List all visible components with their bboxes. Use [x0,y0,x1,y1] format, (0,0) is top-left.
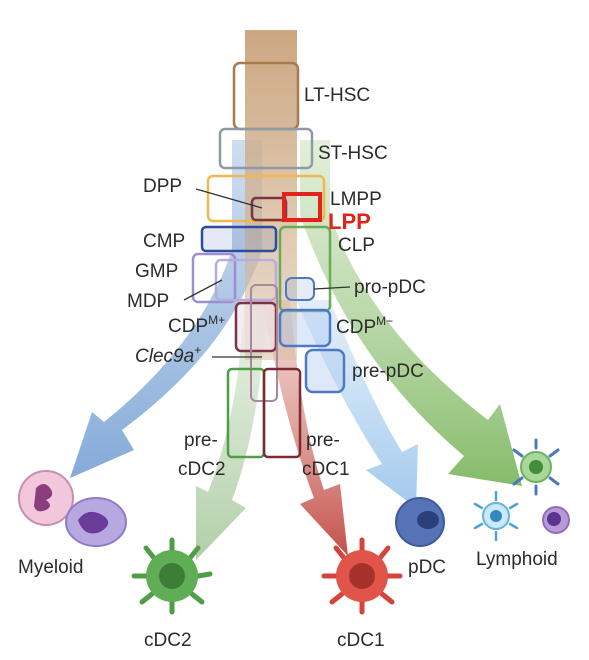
clec9a-label: Clec9a+ [135,343,201,367]
myeloid-label: Myeloid [18,557,83,578]
lymphoid-label: Lymphoid [476,549,558,570]
cdc1-label: cDC1 [337,630,385,651]
neutrophil-icon [18,470,74,526]
cdc1-cell-icon [321,537,403,615]
lpp-box [282,192,322,222]
lpp-label: LPP [328,209,371,234]
pre-cdc2-label-line2: cDC2 [178,459,226,480]
mdp-label: MDP [127,291,169,312]
pre-cdc2-label-line1: pre- [184,430,218,451]
pro-pdc-box [285,277,315,301]
pdc-arrow [296,300,418,508]
cmp-box [200,225,278,253]
pre-pdc-label: pre-pDC [352,361,424,382]
cdc2-label: cDC2 [144,630,192,651]
dpp-label: DPP [143,176,182,197]
lymphocyte-icon [473,438,570,542]
st-hsc-label: ST-HSC [318,143,388,164]
gmp-label: GMP [135,261,178,282]
pre-pdc-box [304,348,346,394]
cdc2-cell-icon [131,537,213,615]
pre-cdc1-box [262,367,302,459]
gmp-box [191,252,237,304]
pre-cdc1-label-line2: cDC1 [302,459,350,480]
pdc-label: pDC [408,557,446,578]
lmpp-label: LMPP [330,189,382,210]
lt-hsc-label: LT-HSC [304,85,370,106]
lymphoid-arrow [300,140,522,486]
cdc2-arrow [196,300,266,560]
pdc-cell-icon [395,497,445,547]
mdp-box [214,258,278,302]
cdc1-arrow [262,300,348,556]
cdp-minus-box [278,308,332,348]
clp-label: CLP [338,235,375,256]
pre-cdc1-label-line1: pre- [306,430,340,451]
cdp-minus-label: CDPM− [336,314,393,338]
monocyte-icon [65,497,127,547]
cmp-label: CMP [143,231,185,252]
cdp-plus-label: CDPM+ [168,313,225,337]
myeloid-arrow [70,140,262,478]
st-hsc-box [218,127,314,170]
dpp-leader [195,188,263,209]
pro-pdc-label: pro-pDC [354,277,426,298]
pro-pdc-leader [313,286,351,290]
mdp-leader [183,279,223,301]
cdp-plus-box [234,301,278,353]
